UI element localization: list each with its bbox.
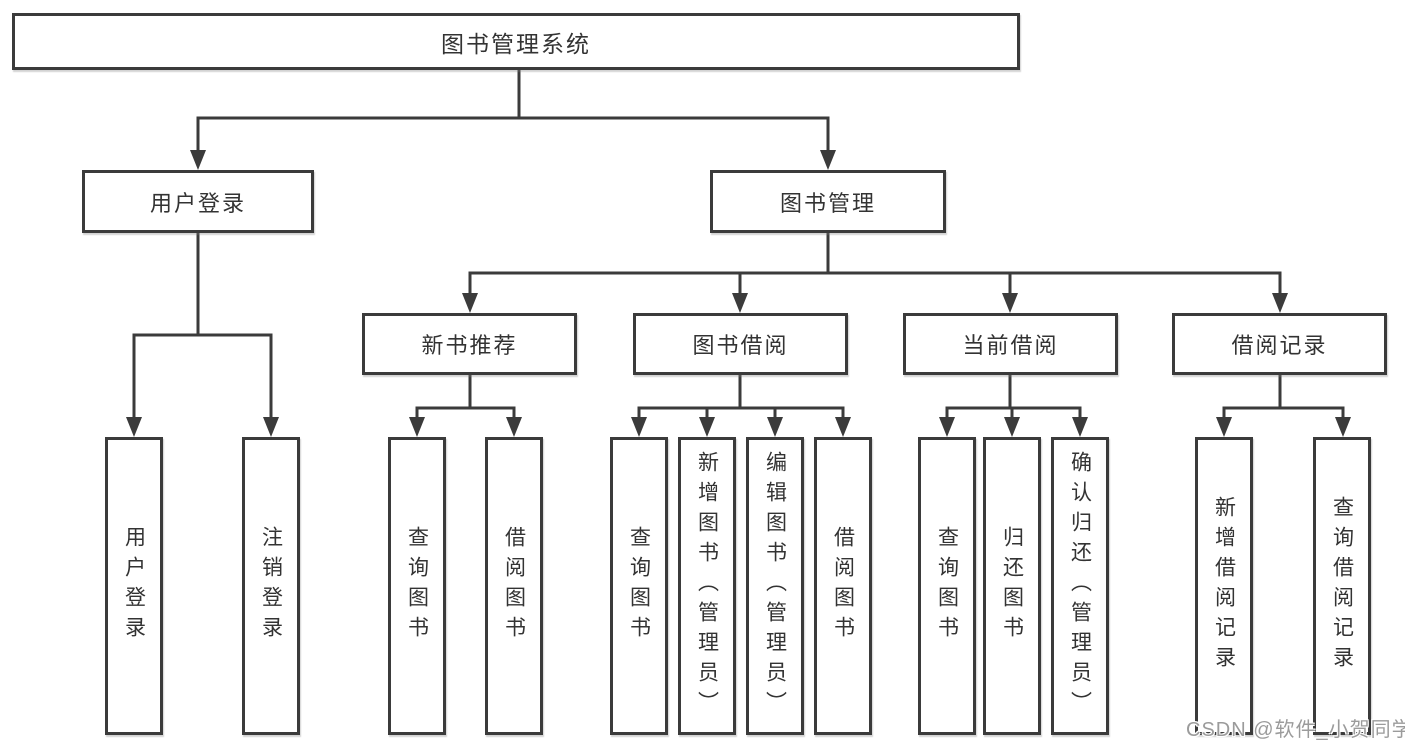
arrowhead xyxy=(263,417,279,437)
leaf-return-books: 归还图书 xyxy=(983,437,1041,735)
node-user-login: 用户登录 xyxy=(82,170,314,233)
arrowhead xyxy=(1272,293,1288,313)
node-new-book-recommendation: 新书推荐 xyxy=(362,313,577,375)
arrowhead xyxy=(409,417,425,437)
leaf-borrow-books: 借阅图书 xyxy=(814,437,872,735)
leaf-logout: 注销登录 xyxy=(242,437,300,735)
node-library-management-system: 图书管理系统 xyxy=(12,13,1020,70)
leaf-label: 查询图书 xyxy=(627,526,651,646)
leaf-label: 用户登录 xyxy=(122,526,146,646)
arrowhead xyxy=(767,417,783,437)
leaf-query-books-recommend: 查询图书 xyxy=(388,437,446,735)
arrowheads xyxy=(126,150,1351,437)
node-book-management: 图书管理 xyxy=(710,170,946,233)
arrowhead xyxy=(1002,293,1018,313)
node-book-borrowing: 图书借阅 xyxy=(633,313,848,375)
node-current-borrowing: 当前借阅 xyxy=(903,313,1118,375)
node-borrowing-records: 借阅记录 xyxy=(1172,313,1387,375)
edge-borrow-records-branch xyxy=(1222,375,1345,418)
arrowhead xyxy=(462,293,478,313)
arrowhead xyxy=(835,417,851,437)
leaf-confirm-return-admin: 确认归还（管理员） xyxy=(1051,437,1109,735)
leaf-label: 查询图书 xyxy=(935,526,959,646)
leaf-borrow-books-recommend: 借阅图书 xyxy=(485,437,543,735)
edge-new-book-rec-branch xyxy=(415,375,516,418)
leaf-label: 注销登录 xyxy=(259,526,283,646)
arrowhead xyxy=(506,417,522,437)
leaf-label: 查询借阅记录 xyxy=(1330,496,1354,676)
edge-book-borrow-branch xyxy=(637,375,845,418)
leaf-query-books-borrowing: 查询图书 xyxy=(610,437,668,735)
arrowhead xyxy=(1072,417,1088,437)
arrowhead xyxy=(820,150,836,170)
leaf-label: 新增借阅记录 xyxy=(1212,496,1236,676)
leaf-query-books-current: 查询图书 xyxy=(918,437,976,735)
edge-root-to-level2 xyxy=(196,69,830,152)
arrowhead xyxy=(939,417,955,437)
arrowhead xyxy=(1004,417,1020,437)
leaf-label: 归还图书 xyxy=(1000,526,1024,646)
arrowhead xyxy=(732,293,748,313)
arrowhead xyxy=(699,417,715,437)
leaf-add-books-admin: 新增图书（管理员） xyxy=(678,437,736,735)
arrowhead xyxy=(126,417,142,437)
edge-current-borrow-branch xyxy=(945,375,1082,418)
arrowhead xyxy=(1335,417,1351,437)
leaf-query-borrow-record: 查询借阅记录 xyxy=(1313,437,1371,735)
edge-user-login-branch xyxy=(132,233,273,418)
leaf-add-borrow-record: 新增借阅记录 xyxy=(1195,437,1253,735)
leaf-label: 编辑图书（管理员） xyxy=(763,451,787,721)
arrowhead xyxy=(1216,417,1232,437)
leaf-label: 查询图书 xyxy=(405,526,429,646)
arrowhead xyxy=(631,417,647,437)
leaf-label: 借阅图书 xyxy=(502,526,526,646)
leaf-user-login: 用户登录 xyxy=(105,437,163,735)
leaf-label: 确认归还（管理员） xyxy=(1068,451,1092,721)
csdn-watermark: CSDN @软件_小贺同学 xyxy=(1186,719,1405,741)
arrowhead xyxy=(190,150,206,170)
leaf-label: 新增图书（管理员） xyxy=(695,451,719,721)
leaf-label: 借阅图书 xyxy=(831,526,855,646)
leaf-edit-books-admin: 编辑图书（管理员） xyxy=(746,437,804,735)
edge-book-mgmt-branch xyxy=(468,233,1282,294)
